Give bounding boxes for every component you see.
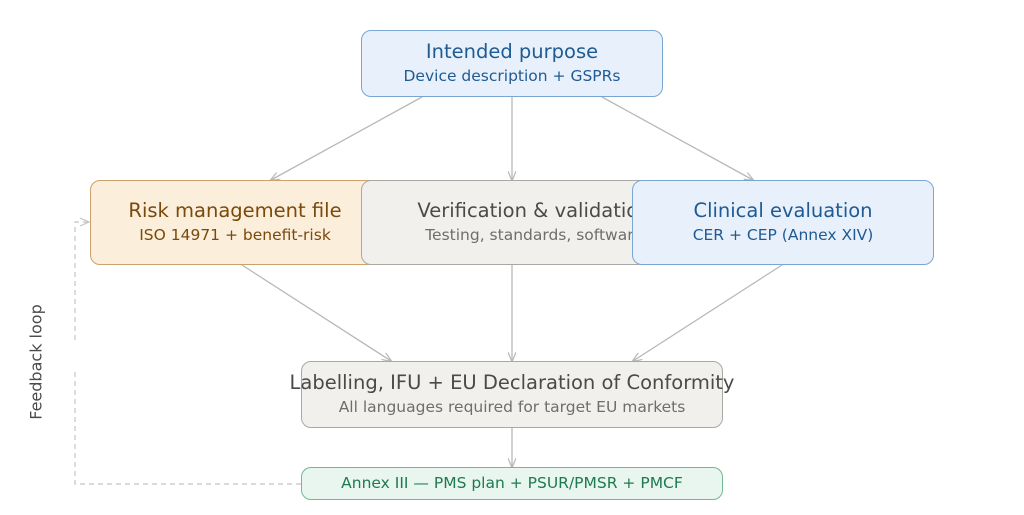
feedback-loop-arrowhead	[79, 217, 91, 227]
node-subtitle: ISO 14971 + benefit-risk	[139, 225, 331, 244]
feedback-loop-line-upper	[74, 221, 88, 340]
node-title: Annex III — PMS plan + PSUR/PMSR + PMCF	[341, 473, 683, 492]
feedback-loop-line	[74, 370, 301, 485]
node-annex-iii-pms: Annex III — PMS plan + PSUR/PMSR + PMCF	[301, 467, 723, 500]
arrow-purpose-to-risk	[271, 96, 423, 180]
node-subtitle: Testing, standards, software	[425, 225, 643, 244]
node-subtitle: Device description + GSPRs	[403, 66, 621, 85]
node-subtitle: All languages required for target EU mar…	[338, 397, 686, 416]
arrow-purpose-to-clinical	[601, 96, 753, 180]
arrow-risk-to-labelling	[241, 264, 391, 361]
node-clinical-evaluation: Clinical evaluation CER + CEP (Annex XIV…	[632, 180, 934, 265]
node-verification-validation: Verification & validation Testing, stand…	[361, 180, 663, 265]
node-title: Labelling, IFU + EU Declaration of Confo…	[289, 371, 735, 395]
node-risk-management-file: Risk management file ISO 14971 + benefit…	[90, 180, 390, 265]
arrow-clinical-to-labelling	[633, 264, 783, 361]
node-subtitle: CER + CEP (Annex XIV)	[692, 225, 874, 244]
feedback-loop-label: Feedback loop	[26, 304, 46, 420]
node-title: Intended purpose	[425, 40, 599, 64]
node-title: Clinical evaluation	[693, 199, 873, 223]
node-title: Verification & validation	[417, 199, 651, 223]
node-title: Risk management file	[128, 199, 342, 223]
node-intended-purpose: Intended purpose Device description + GS…	[361, 30, 663, 97]
node-labelling-ifu-doc: Labelling, IFU + EU Declaration of Confo…	[290, 361, 734, 428]
